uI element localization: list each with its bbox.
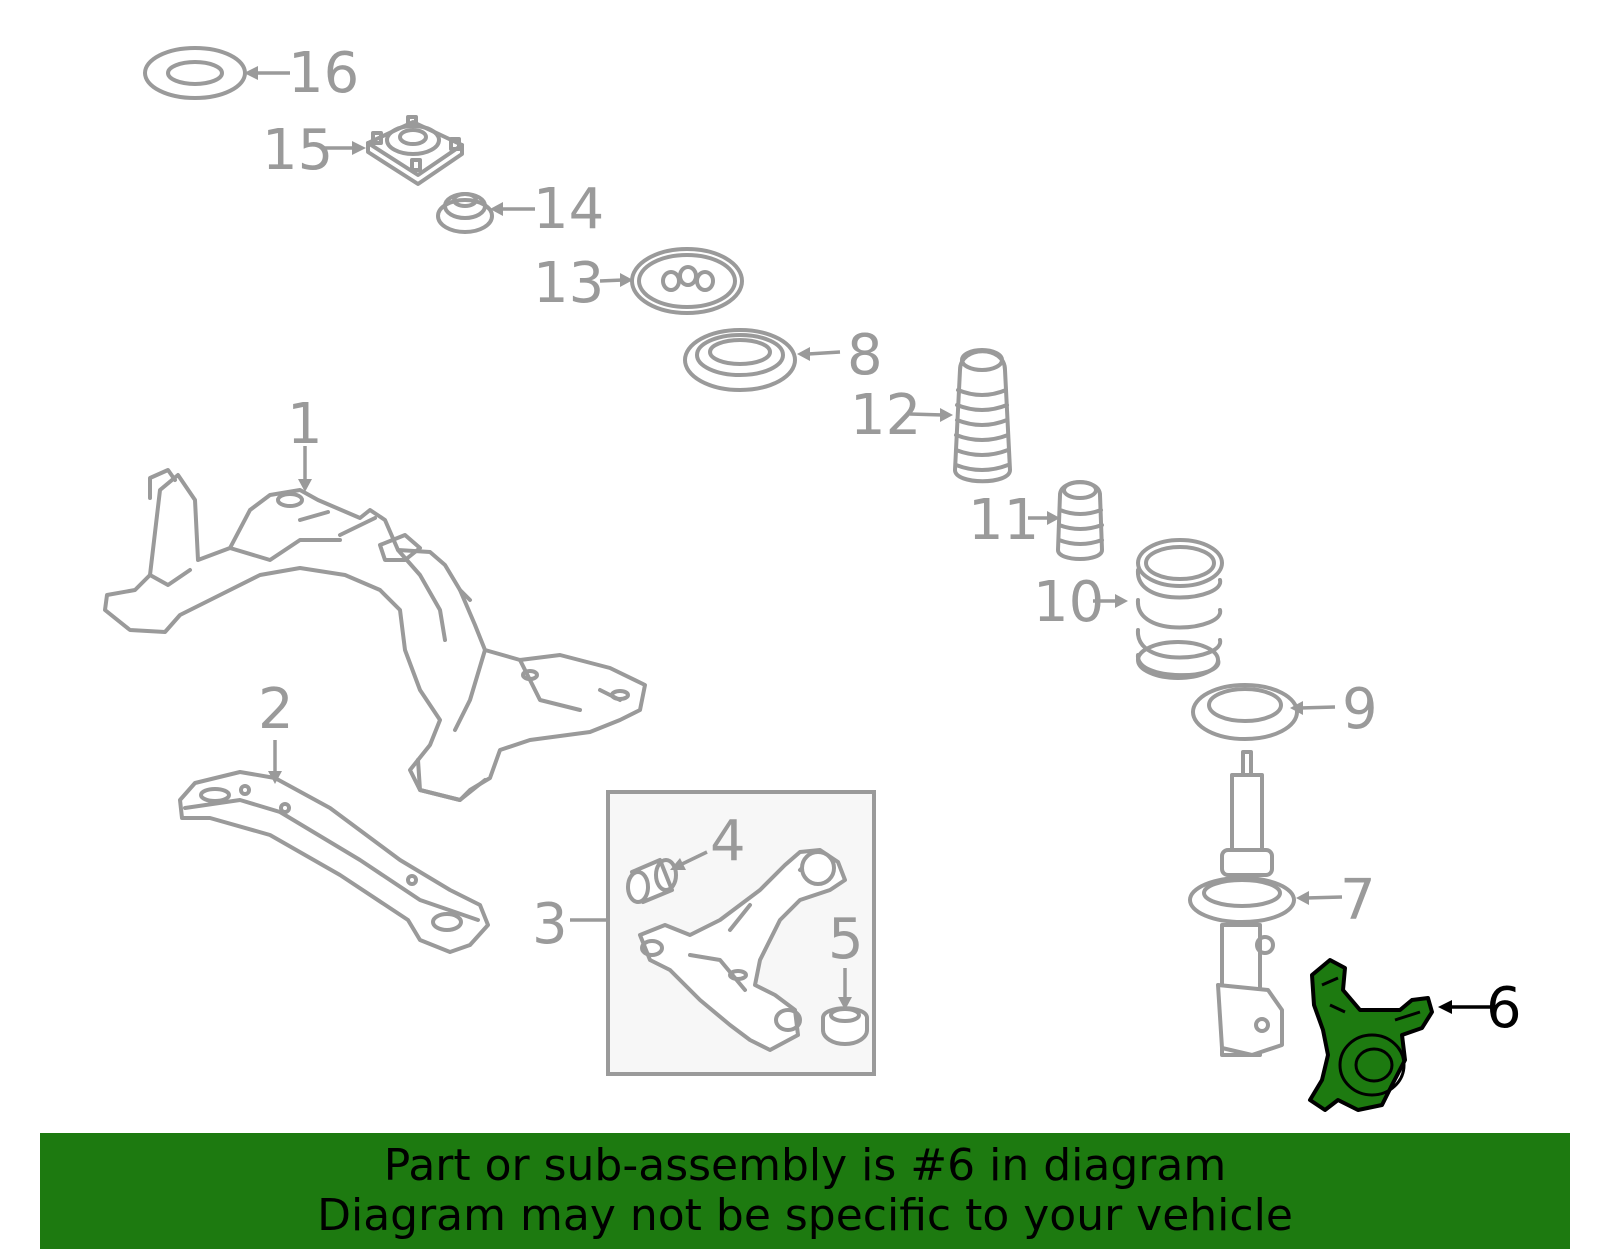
part-14-bumper[interactable] [436, 192, 494, 234]
callout-2: 2 [258, 677, 294, 742]
part-16-washer[interactable] [143, 46, 247, 100]
callout-7: 7 [1340, 868, 1376, 933]
callout-16: 16 [288, 41, 359, 106]
callout-10: 10 [1033, 570, 1104, 635]
callout-5: 5 [828, 907, 864, 972]
banner-line-part: Part or sub-assembly is #6 in diagram [383, 1140, 1227, 1191]
callout-15: 15 [262, 118, 333, 183]
part-5-ball-joint[interactable] [821, 1006, 869, 1046]
callout-11: 11 [968, 488, 1039, 553]
part-15-strut-mount[interactable] [366, 115, 464, 186]
part-1-subframe[interactable] [103, 468, 647, 802]
part-10-coil-spring[interactable] [1135, 538, 1224, 680]
info-banner: Part or sub-assembly is #6 in diagram Di… [40, 1133, 1570, 1249]
part-6-steering-knuckle[interactable] [1308, 958, 1434, 1112]
part-11-jounce-bumper[interactable] [1056, 480, 1104, 561]
callout-8: 8 [847, 323, 883, 388]
callout-14: 14 [533, 177, 604, 242]
banner-line-disclaimer: Diagram may not be specific to your vehi… [317, 1190, 1293, 1241]
part-7-strut[interactable] [1188, 750, 1296, 1057]
part-4-bushing[interactable] [626, 858, 678, 904]
part-2-cross-brace[interactable] [178, 770, 490, 954]
callout-6: 6 [1486, 976, 1522, 1041]
part-3-control-arm-box[interactable] [606, 790, 876, 1076]
callout-4: 4 [710, 809, 746, 874]
part-9-lower-seat[interactable] [1191, 683, 1299, 741]
callout-12: 12 [850, 383, 921, 448]
callout-13: 13 [533, 251, 604, 316]
callout-1: 1 [287, 392, 323, 457]
callout-3: 3 [532, 892, 568, 957]
part-12-dust-boot[interactable] [953, 348, 1012, 484]
part-8-spring-seat[interactable] [683, 328, 797, 392]
callout-9: 9 [1342, 677, 1378, 742]
part-13-gasket[interactable] [630, 247, 744, 315]
